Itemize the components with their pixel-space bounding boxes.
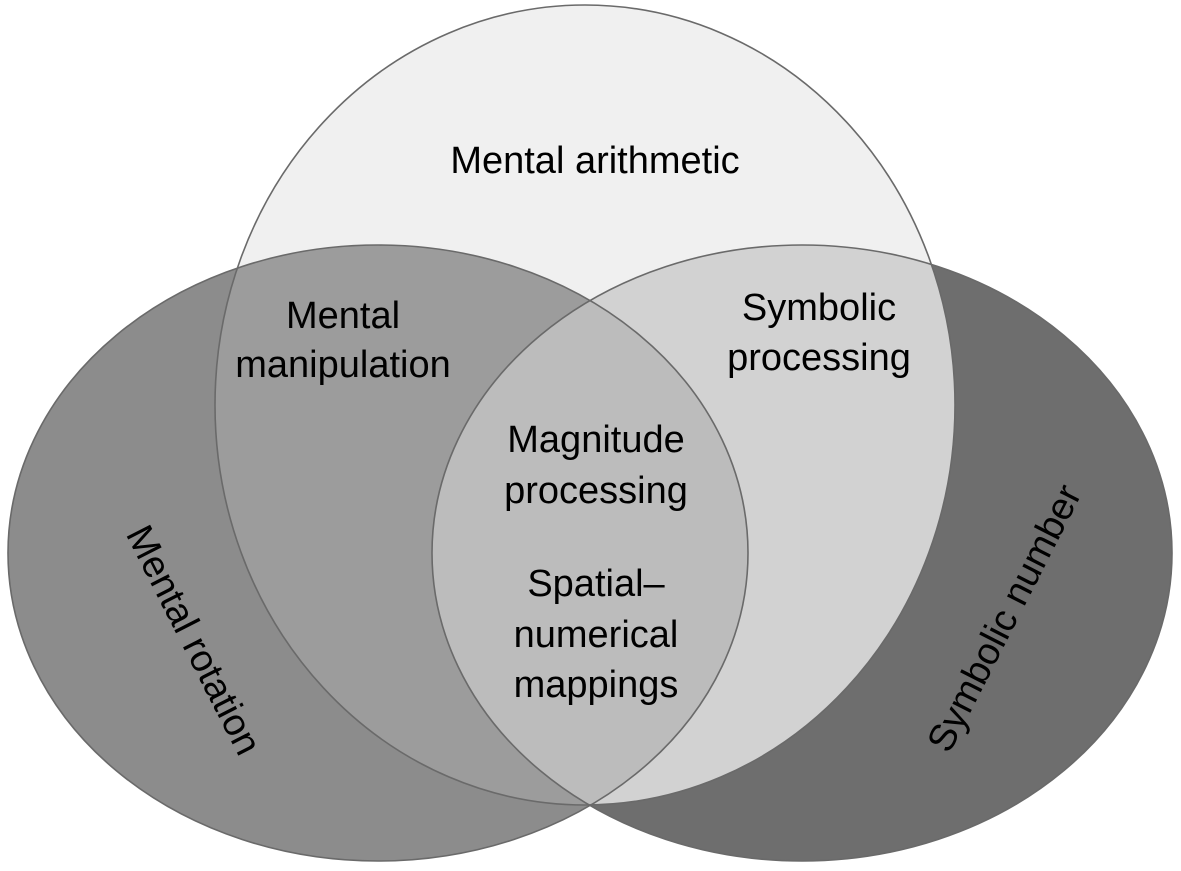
label-spatial-line2: numerical bbox=[514, 614, 679, 656]
label-symbolic-processing-line1: Symbolic bbox=[742, 287, 896, 329]
outline-left bbox=[7, 244, 749, 862]
label-mental-arithmetic: Mental arithmetic bbox=[450, 140, 739, 182]
label-spatial-line3: mappings bbox=[514, 664, 679, 706]
label-spatial-line1: Spatial– bbox=[527, 563, 665, 605]
region-center bbox=[432, 245, 748, 805]
label-magnitude-line2: processing bbox=[504, 470, 688, 512]
outline-right bbox=[431, 244, 1173, 862]
label-symbolic-processing-line2: processing bbox=[727, 337, 911, 379]
label-mental-manipulation-line1: Mental bbox=[286, 295, 400, 337]
label-magnitude-line1: Magnitude bbox=[507, 419, 684, 461]
label-mental-manipulation-line2: manipulation bbox=[235, 344, 450, 386]
outline-top bbox=[214, 4, 956, 806]
